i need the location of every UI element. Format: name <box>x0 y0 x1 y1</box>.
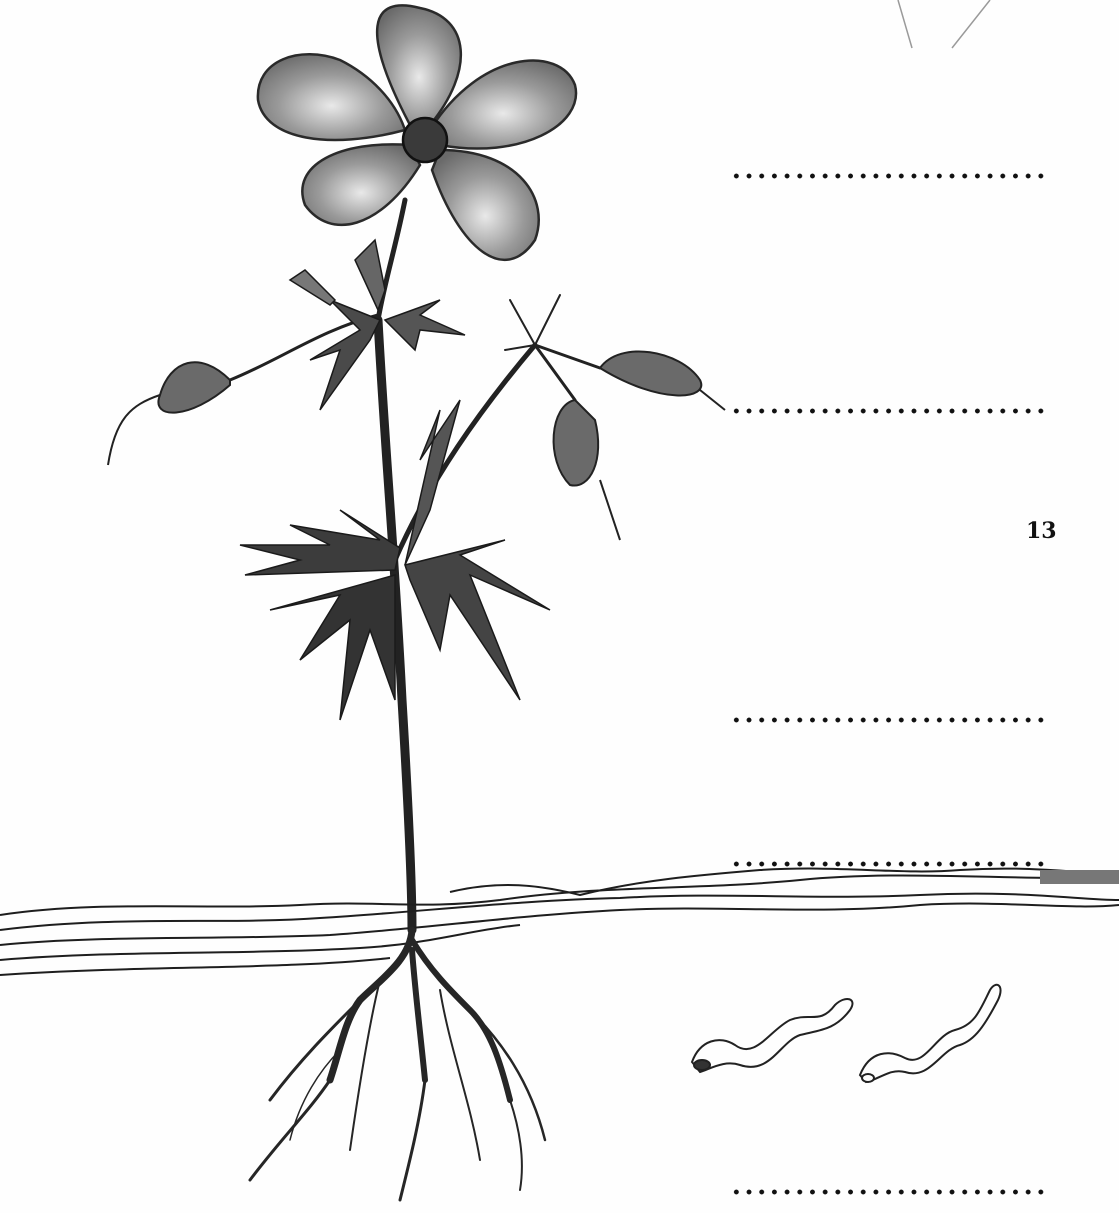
leaf <box>405 400 460 565</box>
petal <box>432 150 539 260</box>
earthworms <box>692 985 1001 1082</box>
bud <box>600 351 701 395</box>
flower-center <box>403 118 447 162</box>
earthworm <box>860 985 1001 1082</box>
earthworm <box>692 999 852 1072</box>
page-number: 13 <box>1026 518 1057 544</box>
leaves <box>240 240 550 720</box>
sun-rays <box>898 0 990 48</box>
answer-blank-3[interactable] <box>730 714 1048 726</box>
leaf <box>310 300 380 410</box>
flower <box>258 5 576 259</box>
soil-patch <box>1040 870 1119 884</box>
leaf <box>385 300 465 350</box>
bud <box>158 362 230 412</box>
leaf <box>290 270 335 305</box>
leaf <box>270 575 395 720</box>
answer-blank-1[interactable] <box>730 170 1048 182</box>
leaf <box>405 540 550 700</box>
answer-blank-4[interactable] <box>730 858 1048 870</box>
answer-blank-5[interactable] <box>730 1186 1048 1198</box>
leaf <box>240 510 400 575</box>
bud <box>554 400 599 486</box>
leaf <box>355 240 385 310</box>
ground-surface <box>0 869 1119 975</box>
answer-blank-2[interactable] <box>730 405 1048 417</box>
roots <box>250 930 545 1200</box>
